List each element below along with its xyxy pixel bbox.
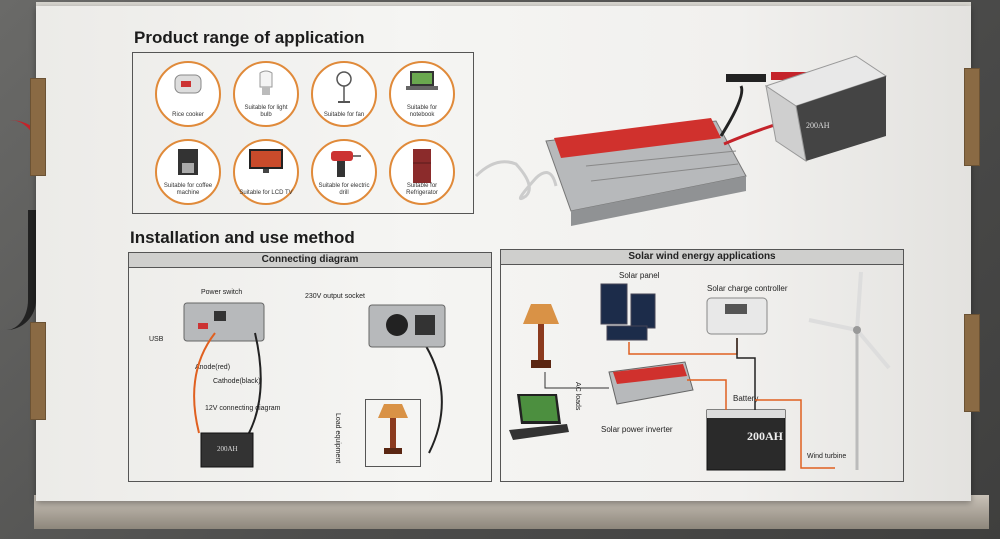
- load-equipment-box: [365, 399, 421, 467]
- battery-small: 200AH: [200, 432, 254, 468]
- photo-battery-label: 200AH: [806, 121, 830, 130]
- light-bulb-icon: [259, 70, 273, 95]
- battery-large-icon: 200AH: [706, 409, 786, 471]
- notebook-icon: [406, 71, 438, 90]
- coffee-machine-icon: [178, 149, 198, 175]
- appliance-lcd-tv: Suitable for LCD TV: [233, 139, 299, 205]
- lcd-tv-icon: [249, 149, 283, 173]
- black-cable: [0, 210, 36, 330]
- box-tab-right-bottom: [964, 314, 980, 412]
- appliance-electric-drill: Suitable for electric drill: [311, 139, 377, 205]
- cathode-label: Cathode(black): [213, 378, 261, 385]
- connecting-diagram-header: Connecting diagram: [129, 253, 491, 268]
- box-tab-left-bottom: [30, 322, 46, 420]
- product-photo: 200AH: [474, 55, 888, 226]
- box-top-edge: [36, 2, 971, 8]
- solar-panel-label: Solar panel: [619, 271, 660, 280]
- battery-label: Battery: [733, 394, 759, 403]
- product-range-heading: Product range of application: [134, 28, 365, 47]
- wind-turbine-icon: [808, 271, 891, 470]
- solar-wiring: [544, 338, 835, 469]
- appliance-notebook: Suitable for notebook: [389, 61, 455, 127]
- appliance-rice-cooker: Rice cooker: [155, 61, 221, 127]
- solar-wind-header: Solar wind energy applications: [501, 250, 903, 265]
- battery-large-label: 200AH: [747, 429, 784, 443]
- box-tab-right-top: [964, 68, 980, 166]
- laptop-icon: [509, 394, 569, 440]
- rice-cooker-icon: [174, 74, 202, 94]
- fan-icon: [336, 71, 352, 103]
- product-box: Product range of application Rice cooker…: [30, 6, 980, 501]
- output-socket-label: 230V output socket: [305, 293, 365, 300]
- installation-heading: Installation and use method: [130, 228, 355, 247]
- appliance-coffee-machine: Suitable for coffee machine: [155, 139, 221, 205]
- electric-drill-icon: [331, 151, 361, 177]
- inverter-front-view: [183, 302, 265, 342]
- solar-inverter-label: Solar power inverter: [601, 425, 673, 434]
- solar-inverter-icon: [608, 361, 694, 405]
- box-tab-left-top: [30, 78, 46, 176]
- appliance-refrigerator: Suitable for Refrigerator: [389, 139, 455, 205]
- load-equipment-label: Load equipment: [334, 413, 341, 464]
- appliance-light-bulb: Suitable for light bulb: [233, 61, 299, 127]
- lamp-icon: [378, 404, 408, 454]
- connecting-wires: [193, 332, 443, 454]
- charge-controller-label: Solar charge controller: [707, 284, 788, 293]
- power-switch-label: Power switch: [201, 289, 243, 296]
- anode-label: Anode(red): [195, 364, 231, 371]
- connecting-label: 12V connecting diagram: [205, 405, 281, 412]
- wind-turbine-label: Wind turbine: [807, 453, 847, 460]
- usb-label: USB: [149, 336, 164, 343]
- solar-wind-panel: Solar wind energy applications Solar pan…: [500, 249, 904, 482]
- appliance-fan: Suitable for fan: [311, 61, 377, 127]
- solar-panel-icon: [600, 283, 656, 341]
- table-lamp-icon: [523, 304, 559, 368]
- product-range-panel: Rice cooker Suitable for light bulb Suit…: [132, 52, 474, 214]
- connecting-diagram-panel: Connecting diagram Power switch USB Anod…: [128, 252, 492, 482]
- refrigerator-icon: [413, 149, 431, 183]
- charge-controller-icon: [706, 297, 768, 335]
- battery-small-label: 200AH: [217, 445, 238, 453]
- inverter-back-view: [368, 304, 446, 348]
